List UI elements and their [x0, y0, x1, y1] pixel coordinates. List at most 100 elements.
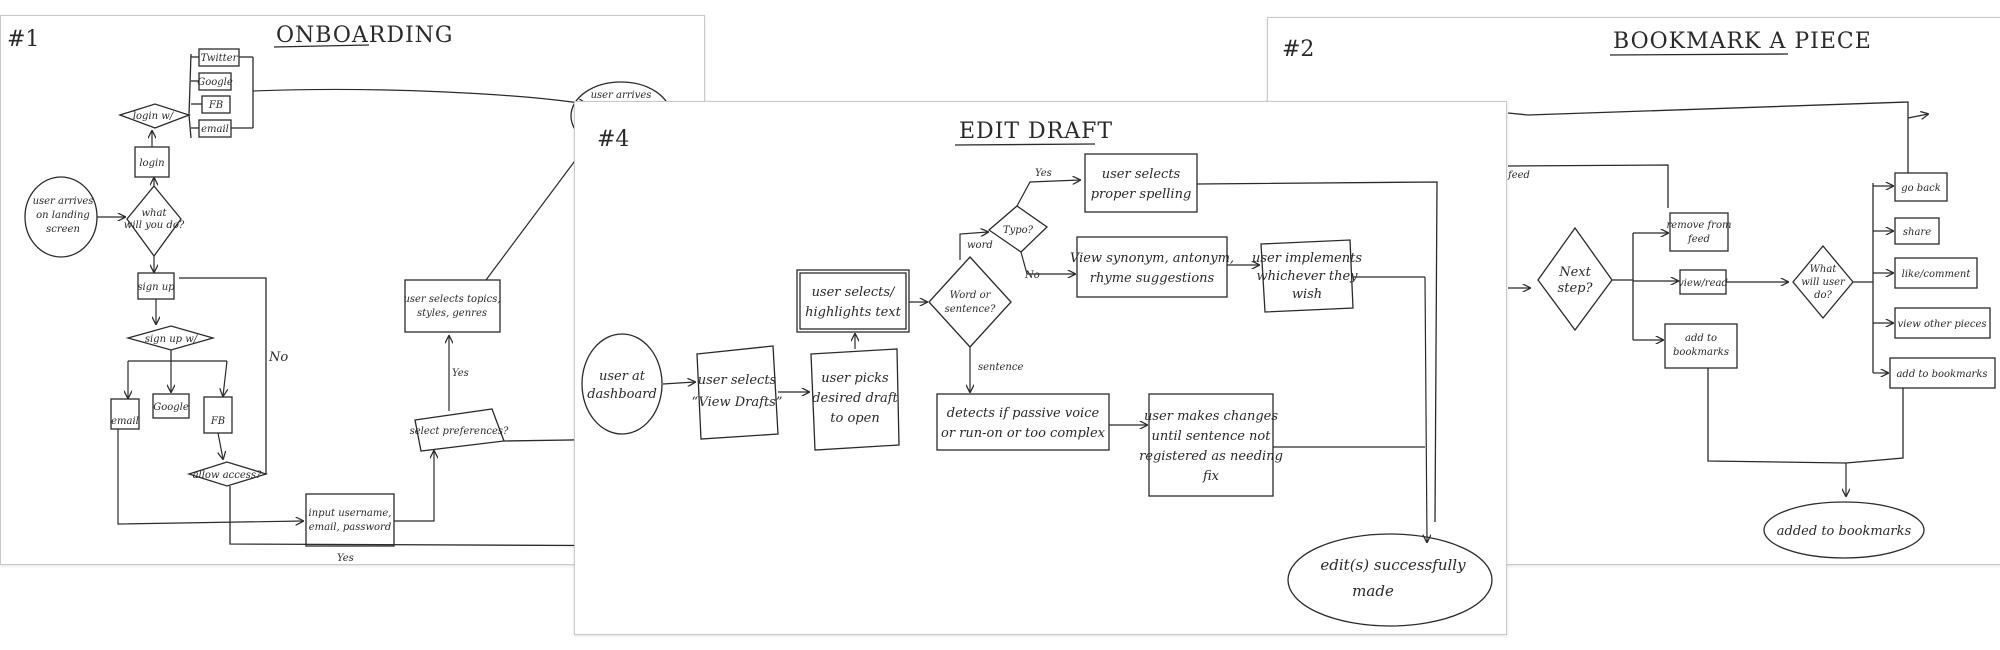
like-comment-box	[1894, 257, 1978, 289]
add-to-bookmarks-box	[1664, 323, 1738, 369]
word-or-sentence-decision	[928, 256, 1012, 348]
synonym-line-1: View synonym, antonym,	[1070, 251, 1234, 266]
what-line-3: do?	[1814, 290, 1832, 301]
email-signup-label: email	[111, 416, 139, 427]
typo-label: Typo?	[1003, 225, 1034, 236]
select-topics-box	[404, 279, 501, 333]
word-branch-label: word	[967, 240, 993, 251]
drafts-line-2: “View Drafts”	[691, 395, 782, 410]
decision-line-1: what	[142, 208, 168, 219]
pick-line-1: user picks	[821, 371, 889, 386]
share-box	[1894, 217, 1940, 245]
fb-label: FB	[208, 100, 223, 111]
select-spelling-box	[1084, 153, 1198, 213]
email-signup-box	[110, 398, 140, 430]
end-label: user arrives	[591, 90, 652, 101]
sheet-number: #2	[1282, 37, 1314, 62]
diagram-title: ONBOARDING	[276, 23, 454, 48]
word-line-1: Word or	[950, 290, 992, 301]
view-other-label: view other pieces	[1897, 319, 1986, 330]
login-with-label: login w/	[133, 111, 175, 122]
select-view-drafts-box	[696, 345, 779, 440]
pick-line-2: desired draft	[812, 391, 898, 406]
detect-passive-box	[936, 393, 1110, 451]
fb-signup-label: FB	[210, 416, 225, 427]
preferences-label: select preferences?	[410, 426, 509, 437]
start-line-2: on landing	[36, 210, 90, 221]
view-other-pieces-box	[1894, 307, 1991, 339]
diagram-title: BOOKMARK A PIECE	[1613, 29, 1872, 54]
topics-line-1: user selects topics,	[403, 294, 500, 305]
user-at-dashboard-node	[581, 333, 663, 435]
signup-with-decision	[125, 325, 216, 351]
end-line-2: made	[1352, 582, 1394, 600]
edit-made-end-node	[1287, 533, 1493, 627]
edit-draft-diagram: #4 EDIT DRAFT user at dashboard user sel…	[581, 119, 1493, 627]
decision-line-2: will you do?	[124, 220, 185, 231]
diagram-title: EDIT DRAFT	[959, 119, 1113, 144]
input-credentials-box	[305, 493, 395, 547]
remove-from-feed-box	[1669, 212, 1729, 252]
word-line-2: sentence?	[945, 304, 996, 315]
yes-label: Yes	[1035, 168, 1052, 179]
synonym-line-2: rhyme suggestions	[1090, 271, 1215, 286]
onboarding-diagram: #1 ONBOARDING user arrives on landing sc…	[7, 23, 702, 564]
go-back-label: go back	[1901, 183, 1941, 194]
add-line-1: add to	[1685, 333, 1717, 344]
twitter-label: Twitter	[201, 53, 239, 64]
add-line-2: bookmarks	[1673, 347, 1729, 358]
bookmark-diagram: #2 BOOKMARK A PIECE feed Next step? remo…	[1282, 29, 1996, 559]
yes-label-prefs: Yes	[452, 368, 469, 379]
detect-line-1: detects if passive voice	[947, 406, 1100, 421]
login-label: login	[139, 158, 164, 169]
go-back-box	[1894, 172, 1948, 202]
sentence-branch-label: sentence	[978, 362, 1023, 373]
like-comment-label: like/comment	[1902, 269, 1972, 280]
spelling-line-1: user selects	[1102, 167, 1181, 182]
next-step-decision	[1537, 226, 1613, 332]
no-label: No	[1024, 270, 1040, 281]
changes-line-4: fix	[1202, 469, 1220, 484]
add-to-bookmarks-option-box	[1889, 357, 1996, 389]
end-label: added to bookmarks	[1777, 524, 1912, 539]
changes-line-3: registered as needing	[1139, 449, 1283, 464]
spelling-line-2: proper spelling	[1091, 187, 1192, 202]
share-label: share	[1903, 227, 1931, 238]
highlight-line-1: user selects/	[812, 285, 896, 300]
next-line-2: step?	[1558, 281, 1594, 296]
end-line-1: edit(s) successfully	[1320, 556, 1466, 574]
start-line-2: dashboard	[587, 387, 657, 402]
highlight-text-box	[796, 269, 910, 333]
fb-signup-box	[203, 396, 233, 434]
input-line-2: email, password	[309, 522, 392, 533]
email-label: email	[201, 124, 229, 135]
google-signup-box	[152, 393, 190, 419]
what-will-user-do-decision	[1792, 244, 1854, 320]
changes-line-1: user makes changes	[1144, 409, 1278, 424]
detect-line-2: or run-on or too complex	[941, 426, 1106, 441]
what-line-1: What	[1810, 264, 1838, 275]
make-changes-box	[1148, 393, 1274, 497]
changes-line-2: until sentence not	[1152, 429, 1272, 444]
sheet-edit-draft: #4 EDIT DRAFT user at dashboard user sel…	[574, 101, 1507, 635]
implements-box	[1260, 239, 1354, 313]
yes-label-bottom: Yes	[337, 553, 354, 564]
view-read-label: view/read	[1678, 278, 1728, 289]
sheet-number: #4	[597, 127, 629, 152]
input-line-1: input username,	[309, 508, 392, 519]
implement-line-2: whichever they	[1256, 269, 1358, 284]
signup-label: sign up	[137, 282, 175, 293]
remove-line-2: feed	[1687, 234, 1710, 245]
signup-with-label: sign up w/	[145, 334, 199, 345]
drafts-line-1: user selects	[698, 373, 777, 388]
added-to-bookmarks-end-node	[1763, 501, 1925, 559]
sheet-number: #1	[7, 27, 39, 52]
start-line-3: screen	[46, 224, 80, 235]
google-label: Google	[197, 77, 233, 88]
start-line-1: user arrives	[33, 196, 94, 207]
implement-line-1: user implements	[1252, 251, 1362, 266]
pick-line-3: to open	[830, 411, 879, 426]
implement-line-3: wish	[1292, 287, 1322, 302]
feed-label: feed	[1507, 170, 1530, 181]
pick-desired-draft-box	[810, 348, 900, 451]
